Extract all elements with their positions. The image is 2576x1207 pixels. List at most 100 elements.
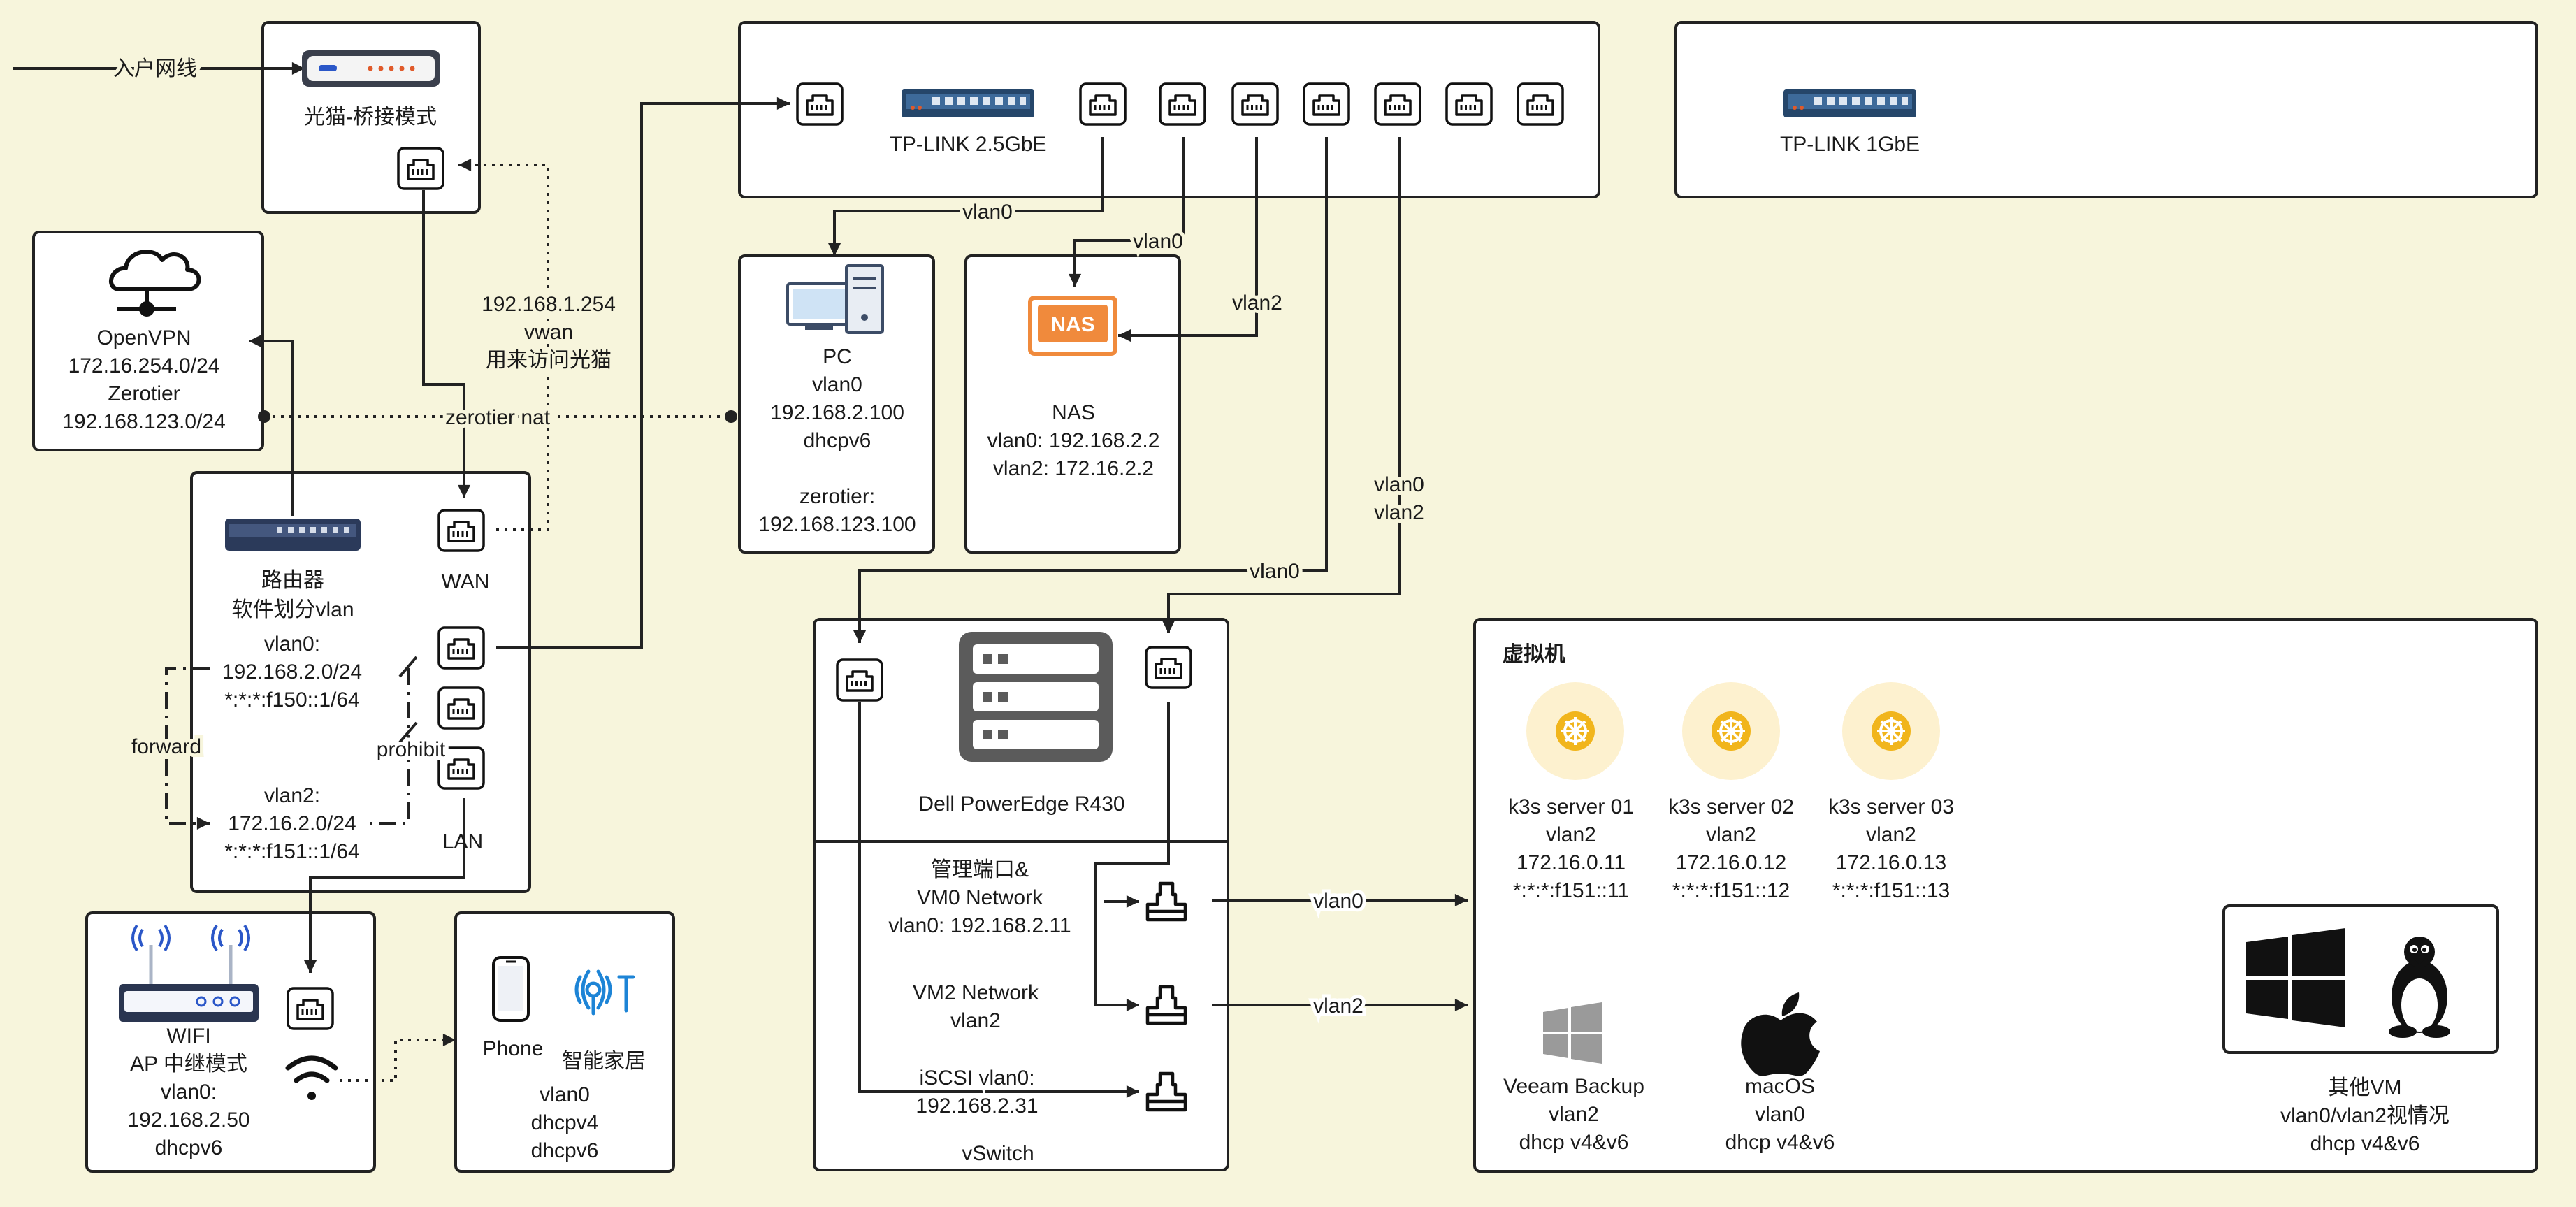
vlan-prohibit-slash [398, 656, 418, 678]
nas-icon-text: NAS [1050, 313, 1094, 336]
k3s-01-ip: 172.16.0.11 [1517, 851, 1626, 874]
router-lan-port-icon [437, 746, 485, 790]
openvpn-line: Zerotier [108, 382, 180, 405]
other-vm-line: dhcp v4&v6 [2310, 1132, 2420, 1155]
vm2-line: VM2 Network [913, 981, 1039, 1004]
k3s-server-02-icon [1682, 682, 1780, 780]
edge-label-server-trunk: vlan2 [1374, 501, 1424, 524]
wifi-icon [285, 1055, 338, 1100]
veeam-line: vlan2 [1549, 1103, 1599, 1126]
vswitch-label: vSwitch [962, 1142, 1034, 1165]
k3s-01-vlan: vlan2 [1546, 823, 1596, 846]
router-wan-label: WAN [442, 570, 490, 593]
nas-icon: NAS [1028, 296, 1117, 356]
zerotier-nat-end-dot [725, 410, 737, 423]
pc-icon [786, 264, 884, 334]
pc-line: 192.168.2.100 [770, 401, 904, 424]
router-title: 路由器 [261, 569, 324, 592]
k3s-02-vlan: vlan2 [1706, 823, 1756, 846]
phone-label: Phone [483, 1037, 544, 1060]
macos-line: dhcp v4&v6 [1725, 1131, 1835, 1154]
router-vlan2-line: 172.16.2.0/24 [228, 812, 356, 835]
veeam-line: dhcp v4&v6 [1519, 1131, 1629, 1154]
router-vlan0-line: vlan0: [264, 633, 320, 656]
edge-label-vm-vlan0: vlan0 [1313, 890, 1363, 913]
prohibit-label: prohibit [377, 738, 446, 761]
mgmt-line: VM0 Network [917, 886, 1043, 909]
switch25-port-7-icon [1445, 82, 1493, 126]
switch-25g-title: TP-LINK 2.5GbE [889, 133, 1046, 156]
k3s-server-01-icon [1526, 682, 1624, 780]
macos-line: macOS [1745, 1075, 1815, 1098]
other-vm-line: vlan0/vlan2视情况 [2280, 1104, 2450, 1127]
windows-logo-icon [2246, 928, 2345, 1027]
server-box [813, 618, 1229, 1171]
openvpn-line: 192.168.123.0/24 [62, 410, 226, 433]
k3s-02-ipv6: *:*:*:f151::12 [1672, 879, 1790, 902]
vm2-line: vlan2 [950, 1009, 1001, 1032]
vlan-prohibit-slash-lower [398, 721, 418, 744]
nas-line: vlan2: 172.16.2.2 [993, 457, 1154, 480]
ap-line: vlan0: [161, 1080, 217, 1104]
vm-area-title: 虚拟机 [1503, 643, 1565, 666]
pc-line: 192.168.123.100 [758, 513, 916, 536]
switch-1g-box [1674, 21, 2538, 198]
router-vlan2-line: vlan2: [264, 784, 320, 807]
forward-label: forward [131, 735, 201, 758]
k3s-server-03-icon [1842, 682, 1940, 780]
router-vlan2-line: *:*:*:f151::1/64 [224, 840, 359, 863]
router-port-3-icon [437, 686, 485, 730]
ap-icon [119, 924, 259, 1022]
smart-home-icon [574, 969, 635, 1016]
modem-icon [302, 50, 440, 87]
ap-port-icon [287, 987, 334, 1030]
switch-25g-icon [902, 89, 1034, 117]
k3s-03-ipv6: *:*:*:f151::13 [1832, 879, 1950, 902]
pc-line: dhcpv6 [804, 429, 871, 452]
edge-label-server-trunk: vlan0 [1374, 473, 1424, 496]
modem-title: 光猫-桥接模式 [304, 106, 437, 129]
switch25-port-8-icon [1517, 82, 1564, 126]
k3s-01-name: k3s server 01 [1508, 795, 1634, 818]
router-to-openvpn-wire [248, 334, 294, 516]
openvpn-text: OpenVPN 172.16.254.0/24 Zerotier 192.168… [62, 326, 226, 433]
veeam-line: Veeam Backup [1503, 1075, 1644, 1098]
k3s-02-ip: 172.16.0.12 [1676, 851, 1786, 874]
switch-1g-title: TP-LINK 1GbE [1780, 133, 1920, 156]
router-lan-label: LAN [442, 830, 483, 853]
switch25-port-1-icon [796, 82, 844, 126]
openvpn-line: 172.16.254.0/24 [68, 354, 220, 377]
macos-line: vlan0 [1755, 1103, 1805, 1126]
router-port-2-icon [437, 626, 485, 670]
linux-tux-icon [2389, 937, 2450, 1038]
router-vlan0-line: *:*:*:f150::1/64 [224, 688, 359, 711]
switch-to-server-vlan0-wire [853, 137, 1328, 644]
modem-lan-port-icon [397, 147, 444, 190]
server-port-2-icon [1145, 646, 1192, 689]
k3s-02-name: k3s server 02 [1668, 795, 1794, 818]
home-line: dhcpv4 [531, 1111, 599, 1134]
openvpn-line: OpenVPN [96, 326, 191, 349]
vlan-prohibit-dashed [370, 668, 410, 825]
server-title: Dell PowerEdge R430 [918, 793, 1124, 816]
pc-line: zerotier: [799, 485, 875, 508]
modem-to-wan-wire [422, 190, 471, 498]
iscsi-line: iSCSI vlan0: [919, 1067, 1034, 1090]
home-line: dhcpv6 [531, 1139, 599, 1162]
smart-home-label: 智能家居 [562, 1050, 646, 1073]
other-vm-line: 其他VM [2329, 1076, 2402, 1099]
edge-label-vm-vlan2: vlan2 [1313, 995, 1363, 1018]
nas-line: NAS [1052, 401, 1095, 424]
pc-line: vlan0 [812, 373, 862, 396]
switch-to-server-trunk-wire [1162, 137, 1401, 634]
router-icon [225, 519, 361, 551]
server-rack-icon [959, 632, 1113, 762]
wifi-to-home-dotted [340, 1033, 456, 1082]
k3s-03-ip: 172.16.0.13 [1836, 851, 1946, 874]
iscsi-line: 192.168.2.31 [916, 1094, 1038, 1118]
switch-1g-icon [1783, 89, 1916, 117]
switch25-port-4-icon [1231, 82, 1279, 126]
nas-line: vlan0: 192.168.2.2 [987, 429, 1160, 452]
pc-line: PC [823, 345, 852, 368]
